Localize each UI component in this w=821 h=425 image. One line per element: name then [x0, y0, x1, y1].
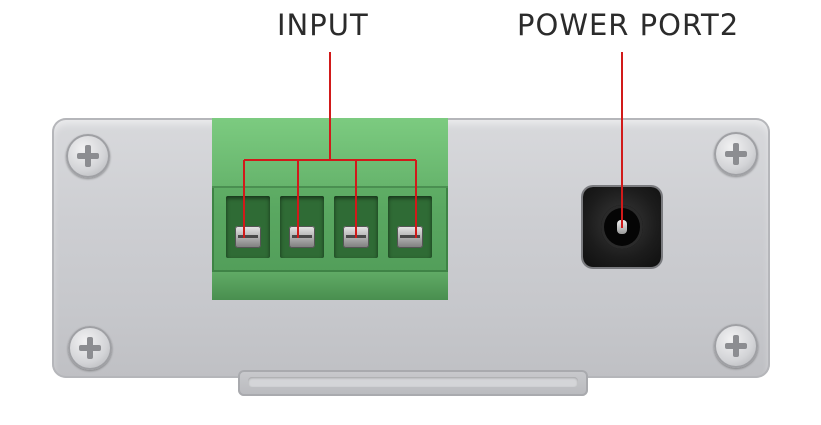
power-port-label: POWER PORT2	[517, 8, 740, 42]
terminal-block-top	[212, 118, 448, 188]
screw-top-right-icon	[714, 132, 758, 176]
rail-slot	[248, 377, 578, 387]
power-jack-pin	[617, 220, 627, 234]
terminal-screw-1-icon	[235, 226, 261, 248]
terminal-screw-2-icon	[289, 226, 315, 248]
input-label: INPUT	[277, 8, 369, 42]
screw-bottom-right-icon	[714, 324, 758, 368]
terminal-block-base	[212, 270, 448, 300]
terminal-screw-4-icon	[397, 226, 423, 248]
screw-top-left-icon	[66, 134, 110, 178]
screw-bottom-left-icon	[68, 326, 112, 370]
terminal-screw-3-icon	[343, 226, 369, 248]
